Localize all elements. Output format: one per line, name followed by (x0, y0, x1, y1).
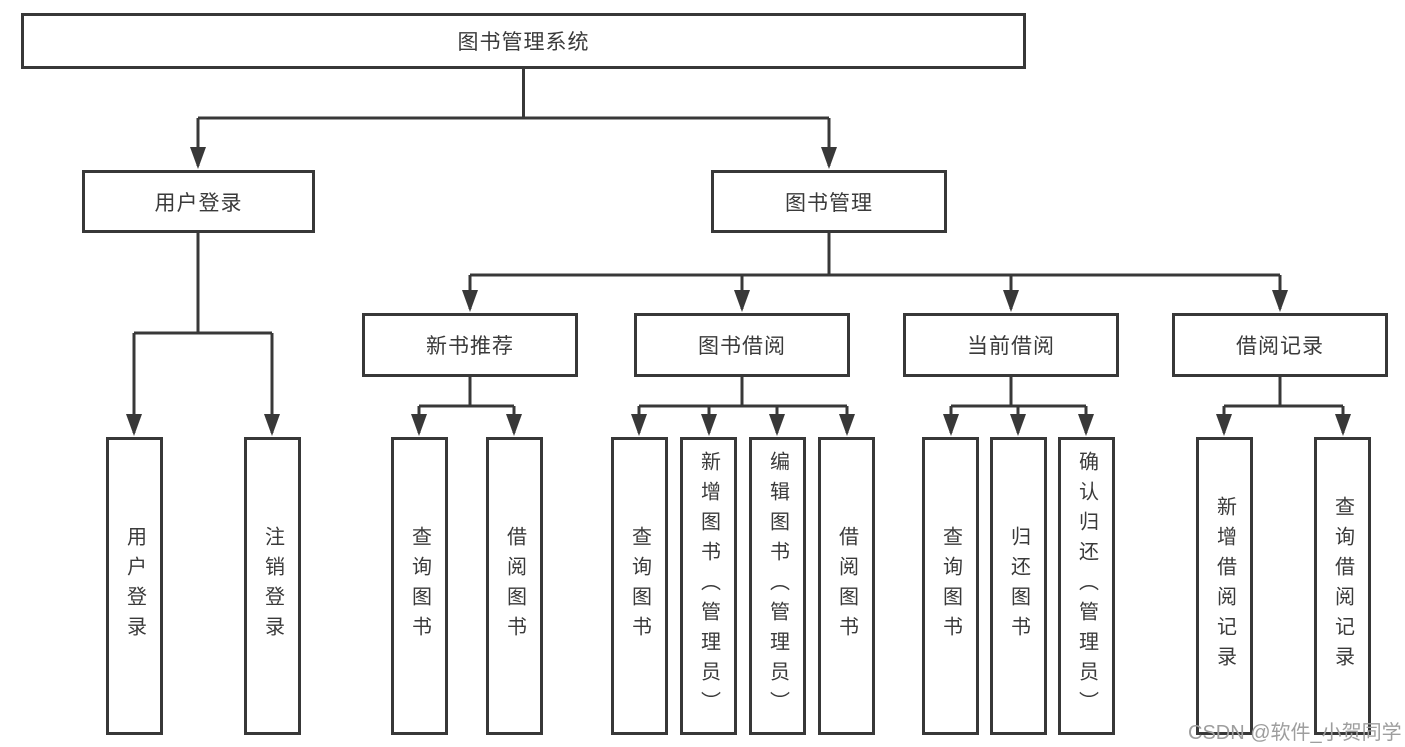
node-user-login: 用户登录 (82, 170, 315, 233)
node-label: 归还图书 (1007, 526, 1030, 646)
node-label: 借阅记录 (1236, 335, 1324, 358)
leaf-add-borrow-record: 新增借阅记录 (1196, 437, 1253, 735)
node-library-management-system: 图书管理系统 (21, 13, 1026, 69)
leaf-query-books-current: 查询图书 (922, 437, 979, 735)
node-label: 用户登录 (123, 526, 146, 646)
node-label: 用户登录 (154, 191, 243, 215)
node-label: 确认归还（管理员） (1075, 451, 1098, 721)
node-label: 查询借阅记录 (1331, 496, 1354, 676)
node-new-book-recommendation: 新书推荐 (362, 313, 578, 377)
leaf-user-login: 用户登录 (106, 437, 163, 735)
node-label: 当前借阅 (967, 335, 1055, 358)
leaf-confirm-return-admin: 确认归还（管理员） (1058, 437, 1115, 735)
node-book-borrowing: 图书借阅 (634, 313, 850, 377)
node-label: 查询图书 (939, 526, 962, 646)
node-label: 编辑图书（管理员） (766, 451, 789, 721)
connector-paths (132, 69, 1345, 433)
watermark: CSDN @软件_小贺同学 (1188, 722, 1402, 744)
leaf-edit-books-admin: 编辑图书（管理员） (749, 437, 806, 735)
leaf-borrow-books-recommend: 借阅图书 (486, 437, 543, 735)
leaf-borrow-books: 借阅图书 (818, 437, 875, 735)
node-borrowing-records: 借阅记录 (1172, 313, 1388, 377)
node-label: 借阅图书 (503, 526, 526, 646)
leaf-return-books: 归还图书 (990, 437, 1047, 735)
node-label: 新书推荐 (426, 335, 514, 358)
node-label: 新增图书（管理员） (697, 451, 720, 721)
node-label: 图书管理 (785, 191, 873, 215)
node-book-management: 图书管理 (711, 170, 947, 233)
leaf-logout: 注销登录 (244, 437, 301, 735)
leaf-add-books-admin: 新增图书（管理员） (680, 437, 737, 735)
node-label: 注销登录 (261, 526, 284, 646)
node-label: 借阅图书 (835, 526, 858, 646)
node-label: 新增借阅记录 (1213, 496, 1236, 676)
leaf-query-books-borrow: 查询图书 (611, 437, 668, 735)
node-label: 图书管理系统 (457, 31, 590, 54)
node-label: 查询图书 (628, 526, 651, 646)
node-label: 图书借阅 (698, 335, 786, 358)
node-label: 查询图书 (408, 526, 431, 646)
node-current-borrowing: 当前借阅 (903, 313, 1119, 377)
leaf-query-borrow-record: 查询借阅记录 (1314, 437, 1371, 735)
leaf-query-books-recommend: 查询图书 (391, 437, 448, 735)
